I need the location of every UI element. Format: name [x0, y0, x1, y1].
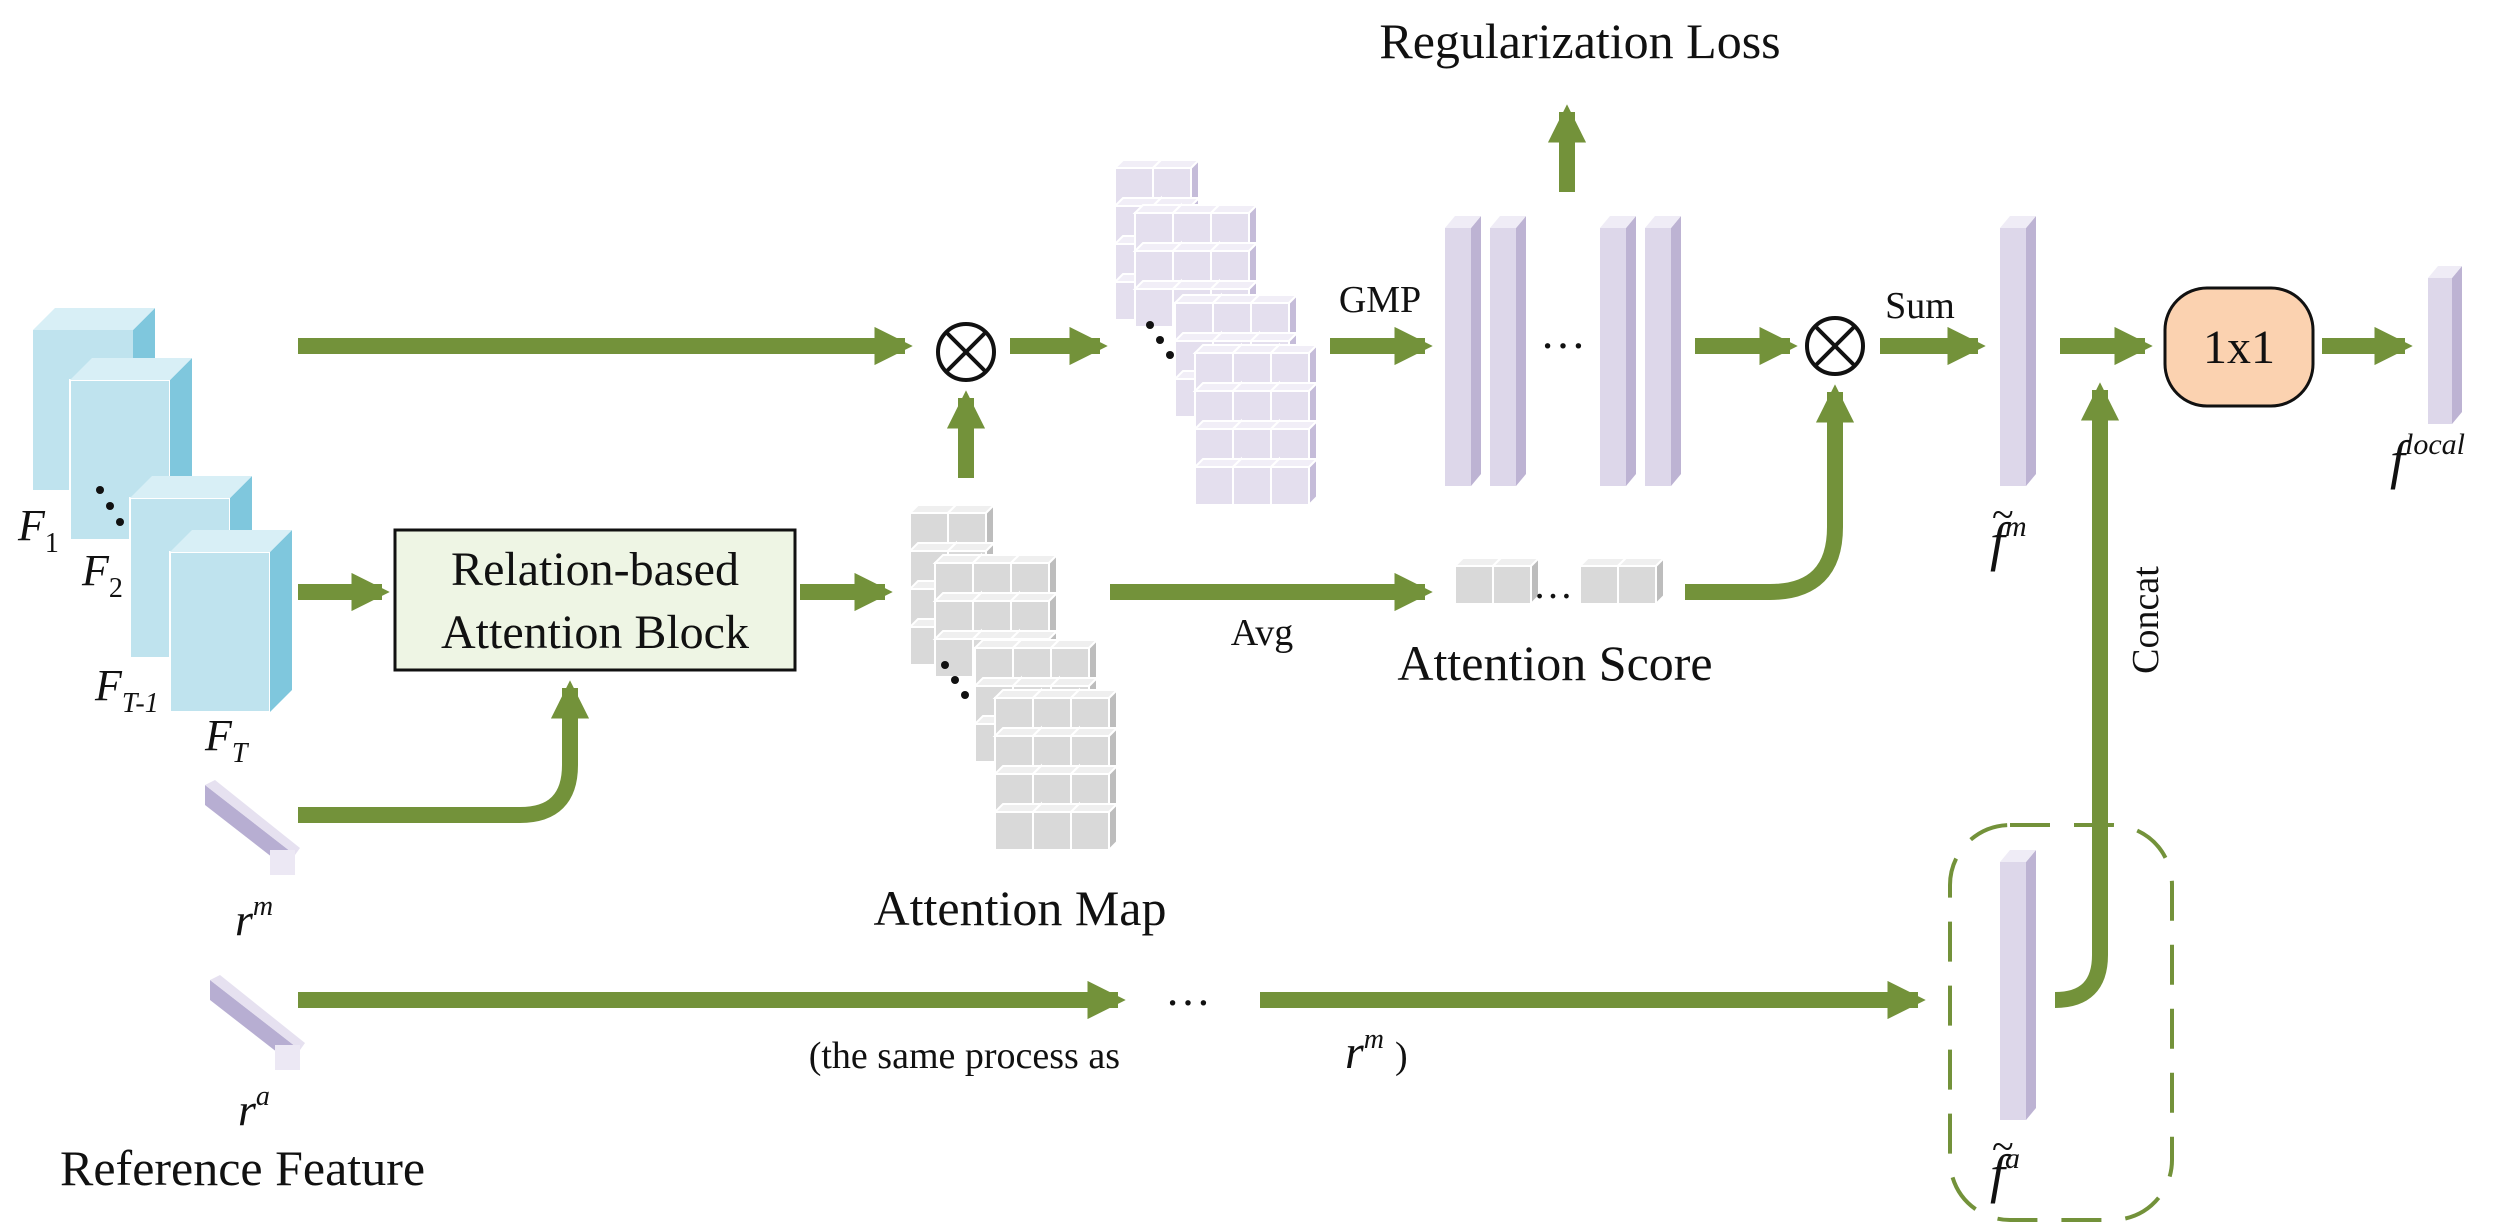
avg-label: Avg: [1231, 612, 1294, 654]
score-ellipsis: …: [1533, 562, 1573, 607]
regularization-loss-label: Regularization Loss: [1379, 13, 1780, 69]
conv-1x1-label: 1x1: [2203, 321, 2275, 374]
output-vector-flocal: [2428, 266, 2462, 424]
pooled-bar: [1645, 216, 1681, 486]
concat-label: Concat: [2125, 566, 2167, 674]
same-process-label: (the same process as: [809, 1035, 1120, 1077]
same-process-symbol: rm: [1345, 1024, 1384, 1079]
arrow-fa-concat: [2054, 382, 2120, 1008]
label-flocal: flocal: [2390, 428, 2465, 490]
relation-attention-block: Relation-based Attention Block: [393, 528, 797, 672]
pooled-bars-ellipsis: …: [1540, 307, 1586, 358]
tilde-fa: ~: [1992, 1124, 2014, 1169]
attention-map-label: Attention Map: [873, 880, 1166, 936]
output-vector-fm: [2000, 216, 2036, 486]
fa-dashed-group: [1948, 823, 2174, 1222]
multiply-operator-1: [936, 322, 996, 382]
reference-feature-label: Reference Feature: [60, 1140, 425, 1196]
input-feature-stack: [33, 308, 292, 713]
arrow-rm-to-block: [298, 680, 590, 823]
sum-label: Sum: [1885, 285, 1955, 327]
arrow-score-to-multiply: [1685, 384, 1855, 600]
feature-block-ft: [169, 530, 292, 713]
attention-map: [909, 504, 1118, 851]
reference-vector-ra: [210, 975, 305, 1070]
attention-score-label: Attention Score: [1397, 635, 1712, 691]
multiply-operator-2: [1805, 316, 1865, 376]
stack-ellipsis-dots: [96, 486, 124, 526]
label-ra: ra: [238, 1081, 270, 1135]
block-label-line2: Attention Block: [441, 606, 749, 659]
weighted-feature-cubes: [1114, 159, 1318, 506]
label-rm: rm: [235, 891, 273, 945]
conv-1x1-block: 1x1: [2163, 286, 2315, 408]
tilde-fm: ~: [1992, 492, 2014, 537]
pooled-bar: [1445, 216, 1481, 486]
label-f2: F2: [81, 546, 123, 604]
label-ft-1: FT-1: [94, 661, 159, 719]
label-ft: FT: [204, 711, 250, 769]
output-vector-fa: [2000, 850, 2036, 1120]
ra-path-ellipsis: …: [1165, 964, 1211, 1015]
gmp-label: GMP: [1339, 279, 1421, 321]
pooled-bar: [1600, 216, 1636, 486]
reference-vector-rm: [205, 780, 300, 875]
gmp-pooled-bars: …: [1445, 216, 1681, 486]
label-f1: F1: [17, 501, 59, 559]
pooled-bar: [1490, 216, 1526, 486]
attention-score-cubes: …: [1454, 557, 1665, 607]
block-label-line1: Relation-based: [451, 543, 739, 596]
feature-block-f2: [69, 358, 192, 541]
same-process-close-paren: ): [1395, 1035, 1408, 1077]
